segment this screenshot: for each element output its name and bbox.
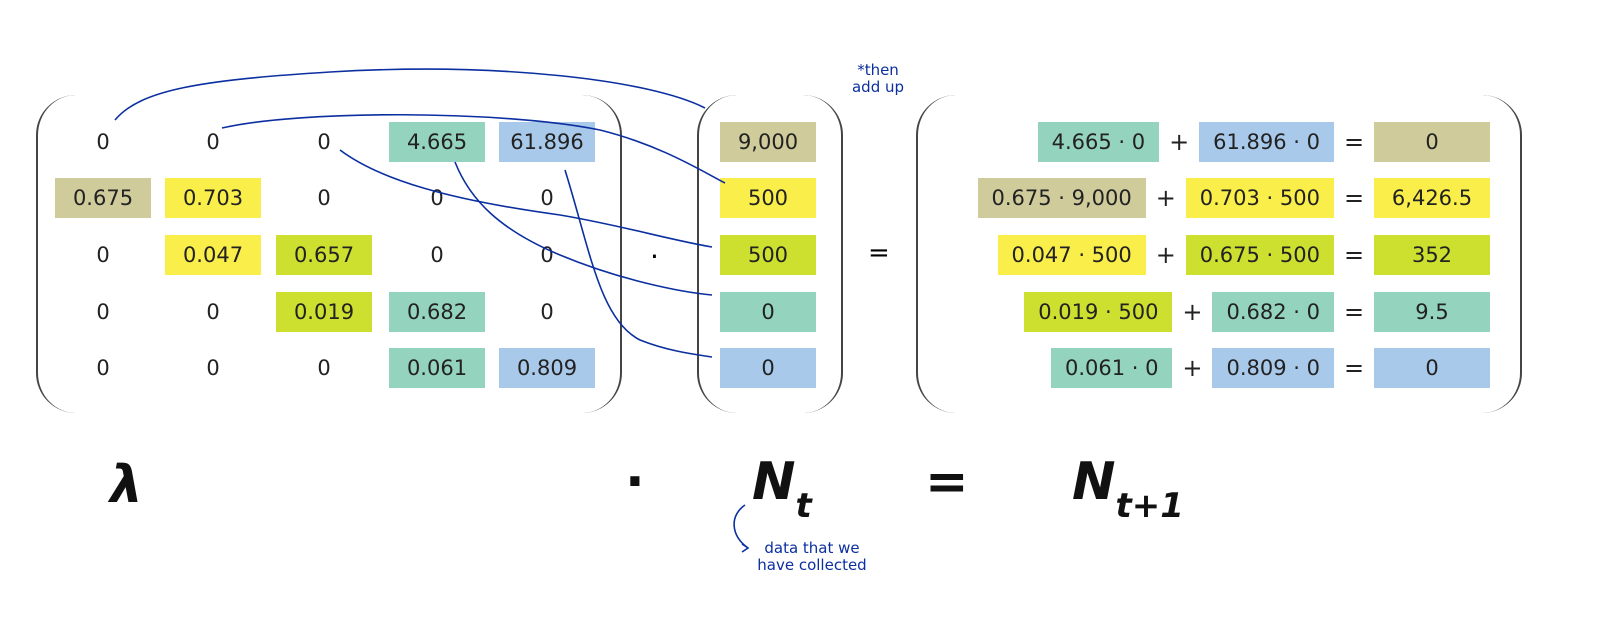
equals-label: =: [925, 452, 969, 512]
plus-operator: +: [1182, 354, 1203, 382]
matrix-cell: 4.665: [389, 122, 485, 162]
result-value: 9.5: [1374, 292, 1490, 332]
n-symbol: N: [752, 452, 796, 512]
result-row: 0.019 · 500 +0.682 · 0 = 9.5: [1024, 292, 1490, 332]
plus-operator: +: [1155, 241, 1176, 269]
matrix-cell: 0.675: [55, 178, 151, 218]
matrix-cell: 0: [540, 243, 554, 267]
matrix-cell: 0: [206, 130, 220, 154]
product-term-b: 0.675 · 500: [1185, 235, 1334, 275]
n-symbol: N: [1072, 452, 1116, 512]
note-then-add-up: *then add up: [851, 61, 905, 96]
matrix-cell: 0: [96, 130, 110, 154]
matrix-cell: 0: [430, 243, 444, 267]
arrow-data-note: [733, 504, 750, 553]
plus-operator: +: [1182, 298, 1203, 326]
t1-subscript: t+1: [1115, 486, 1184, 526]
matrix-cell: 0: [206, 356, 220, 380]
t-subscript: t: [795, 486, 812, 526]
vector-cell: 0: [720, 292, 816, 332]
vector-cell: 500: [720, 178, 816, 218]
matrix-cell: 0.019: [276, 292, 372, 332]
matrix-cell: 0.703: [165, 178, 261, 218]
matrix-cell: 0: [540, 300, 554, 324]
result-vector-bracket: [916, 95, 1522, 413]
product-term-a: 4.665 · 0: [1037, 122, 1160, 162]
result-row: 0.047 · 500 +0.675 · 500 = 352: [997, 235, 1490, 275]
vector-cell: 9,000: [720, 122, 816, 162]
nt-label: Nt: [752, 452, 812, 526]
matrix-cell: 0: [96, 243, 110, 267]
note-data-collected: data that we have collected: [757, 539, 867, 574]
product-term-b: 0.682 · 0: [1212, 292, 1334, 332]
matrix-cell: 0.657: [276, 235, 372, 275]
matrix-cell: 0.682: [389, 292, 485, 332]
product-term-a: 0.047 · 500: [997, 235, 1146, 275]
plus-operator: +: [1155, 184, 1176, 212]
result-value: 0: [1374, 122, 1490, 162]
result-value: 352: [1374, 235, 1490, 275]
matrix-cell: 0: [96, 300, 110, 324]
result-value: 6,426.5: [1374, 178, 1490, 218]
matrix-cell: 0.047: [165, 235, 261, 275]
equals-operator: =: [1343, 354, 1365, 382]
matrix-cell: 0: [317, 130, 331, 154]
vector-cell: 500: [720, 235, 816, 275]
product-term-a: 0.019 · 500: [1024, 292, 1173, 332]
matrix-cell: 0: [430, 186, 444, 210]
equals-operator: =: [1343, 128, 1365, 156]
product-term-a: 0.061 · 0: [1050, 348, 1173, 388]
result-row: 0.061 · 0 +0.809 · 0 = 0: [1050, 348, 1490, 388]
vector-cell: 0: [720, 348, 816, 388]
plus-operator: +: [1169, 128, 1190, 156]
equals-operator: =: [1343, 184, 1365, 212]
product-term-b: 0.809 · 0: [1212, 348, 1334, 388]
equals-operator: =: [868, 238, 890, 268]
matrix-cell: 0: [96, 356, 110, 380]
lambda-label: λ: [110, 455, 143, 515]
matrix-cell: 0: [540, 186, 554, 210]
result-row: 4.665 · 0 +61.896 · 0 = 0: [1037, 122, 1490, 162]
matrix-cell: 0: [317, 186, 331, 210]
dot-label: ·: [625, 452, 645, 512]
matrix-cell: 61.896: [499, 122, 595, 162]
matrix-cell: 0.061: [389, 348, 485, 388]
product-term-b: 0.703 · 500: [1185, 178, 1334, 218]
nt1-label: Nt+1: [1072, 452, 1184, 526]
matrix-cell: 0: [317, 356, 331, 380]
dot-operator: ·: [650, 240, 659, 273]
product-term-a: 0.675 · 9,000: [977, 178, 1146, 218]
product-term-b: 61.896 · 0: [1199, 122, 1334, 162]
result-row: 0.675 · 9,000 +0.703 · 500 = 6,426.5: [977, 178, 1490, 218]
matrix-cell: 0.809: [499, 348, 595, 388]
matrix-cell: 0: [206, 300, 220, 324]
result-value: 0: [1374, 348, 1490, 388]
equals-operator: =: [1343, 241, 1365, 269]
equals-operator: =: [1343, 298, 1365, 326]
